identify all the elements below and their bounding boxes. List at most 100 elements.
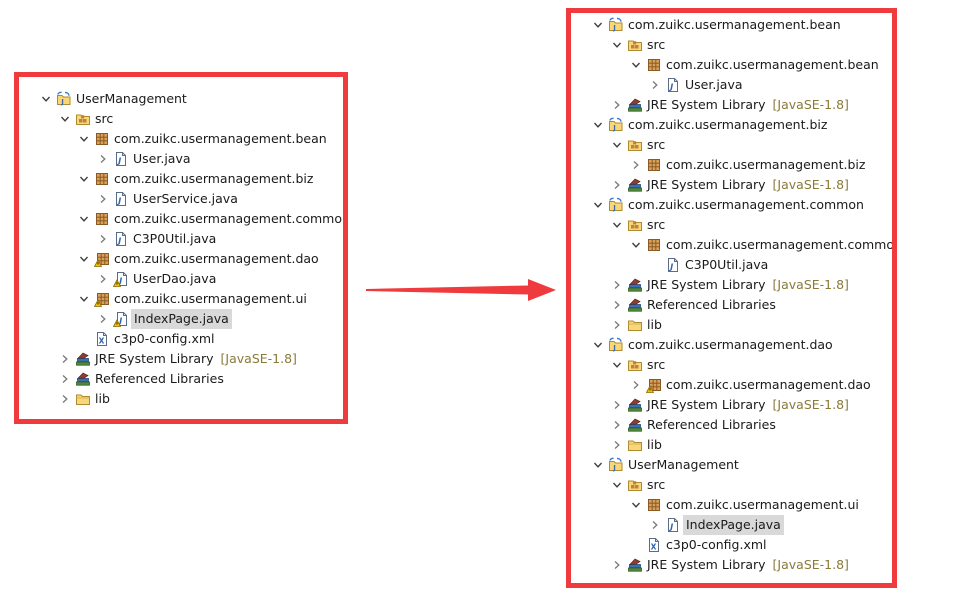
tree-item[interactable]: com.zuikc.usermanagement.dao <box>571 375 892 395</box>
tree-item[interactable]: src <box>19 109 343 129</box>
tree-item[interactable]: JRE System Library[JavaSE-1.8] <box>19 349 343 369</box>
library-icon <box>627 417 643 433</box>
tree-item[interactable]: com.zuikc.usermanagement.biz <box>571 155 892 175</box>
tree-item[interactable]: lib <box>571 315 892 335</box>
chevron-down-icon[interactable] <box>629 235 643 255</box>
tree-item[interactable]: lib <box>19 389 343 409</box>
chevron-right-icon[interactable] <box>610 435 624 455</box>
chevron-down-icon[interactable] <box>591 455 605 475</box>
chevron-down-icon[interactable] <box>610 215 624 235</box>
chevron-right-icon[interactable] <box>96 229 110 249</box>
tree-item[interactable]: com.zuikc.usermanagement.ui <box>571 495 892 515</box>
chevron-down-icon[interactable] <box>610 475 624 495</box>
folder-icon <box>627 437 643 453</box>
chevron-right-icon[interactable] <box>610 315 624 335</box>
chevron-down-icon[interactable] <box>77 249 91 269</box>
tree-item[interactable]: com.zuikc.usermanagement.dao <box>19 249 343 269</box>
library-icon <box>627 97 643 113</box>
tree-item-label: JRE System Library <box>647 97 766 112</box>
chevron-right-icon[interactable] <box>610 295 624 315</box>
tree-item[interactable]: com.zuikc.usermanagement.bean <box>571 55 892 75</box>
chevron-down-icon[interactable] <box>629 495 643 515</box>
tree-item[interactable]: JRE System Library[JavaSE-1.8] <box>571 175 892 195</box>
java-file-warning-icon: J <box>113 311 129 327</box>
chevron-right-icon[interactable] <box>610 415 624 435</box>
tree-item-label: JRE System Library <box>647 277 766 292</box>
chevron-right-icon[interactable] <box>648 75 662 95</box>
chevron-right-icon[interactable] <box>96 269 110 289</box>
chevron-right-icon[interactable] <box>96 309 110 329</box>
tree-item-label: com.zuikc.usermanagement.common <box>666 237 897 252</box>
chevron-down-icon[interactable] <box>591 335 605 355</box>
chevron-down-icon[interactable] <box>39 89 53 109</box>
tree-item[interactable]: src <box>571 35 892 55</box>
chevron-right-icon[interactable] <box>610 555 624 575</box>
chevron-down-icon[interactable] <box>629 55 643 75</box>
chevron-right-icon[interactable] <box>58 369 72 389</box>
tree-item[interactable]: src <box>571 355 892 375</box>
chevron-right-icon[interactable] <box>58 389 72 409</box>
chevron-down-icon[interactable] <box>610 135 624 155</box>
tree-item[interactable]: com.zuikc.usermanagement.biz <box>19 169 343 189</box>
chevron-down-icon[interactable] <box>591 115 605 135</box>
tree-item-label: lib <box>95 391 110 406</box>
tree-item[interactable]: com.zuikc.usermanagement.common <box>571 235 892 255</box>
tree-item[interactable]: lib <box>571 435 892 455</box>
tree-item[interactable]: src <box>571 475 892 495</box>
chevron-right-icon[interactable] <box>610 175 624 195</box>
chevron-right-icon[interactable] <box>58 349 72 369</box>
tree-item[interactable]: Referenced Libraries <box>571 295 892 315</box>
chevron-down-icon[interactable] <box>610 35 624 55</box>
chevron-right-icon[interactable] <box>629 155 643 175</box>
chevron-down-icon[interactable] <box>77 129 91 149</box>
chevron-down-icon[interactable] <box>77 209 91 229</box>
library-icon <box>627 397 643 413</box>
chevron-down-icon[interactable] <box>591 195 605 215</box>
java-file-icon: J <box>665 77 681 93</box>
tree-item[interactable]: src <box>571 215 892 235</box>
chevron-right-icon[interactable] <box>610 275 624 295</box>
tree-item[interactable]: com.zuikc.usermanagement.ui <box>19 289 343 309</box>
tree-item[interactable]: Referenced Libraries <box>19 369 343 389</box>
tree-item[interactable]: JRE System Library[JavaSE-1.8] <box>571 95 892 115</box>
chevron-right-icon[interactable] <box>610 95 624 115</box>
svg-text:J: J <box>116 157 121 166</box>
chevron-down-icon[interactable] <box>610 355 624 375</box>
tree-item-label: com.zuikc.usermanagement.common <box>628 197 864 212</box>
chevron-down-icon[interactable] <box>77 289 91 309</box>
java-project-icon: J <box>608 117 624 133</box>
chevron-down-icon[interactable] <box>58 109 72 129</box>
chevron-right-icon[interactable] <box>610 395 624 415</box>
tree-item[interactable]: Referenced Libraries <box>571 415 892 435</box>
tree-item[interactable]: com.zuikc.usermanagement.bean <box>19 129 343 149</box>
tree-item-label: C3P0Util.java <box>685 257 769 272</box>
chevron-right-icon[interactable] <box>96 189 110 209</box>
tree-item[interactable]: JRE System Library[JavaSE-1.8] <box>571 555 892 575</box>
library-icon <box>627 557 643 573</box>
tree-item[interactable]: JRE System Library[JavaSE-1.8] <box>571 275 892 295</box>
chevron-right-icon[interactable] <box>648 515 662 535</box>
chevron-right-icon[interactable] <box>629 375 643 395</box>
chevron-right-icon[interactable] <box>96 149 110 169</box>
tree-item[interactable]: JRE System Library[JavaSE-1.8] <box>571 395 892 415</box>
chevron-down-icon[interactable] <box>77 169 91 189</box>
tree-item[interactable]: src <box>571 135 892 155</box>
chevron-down-icon[interactable] <box>591 15 605 35</box>
tree-item[interactable]: com.zuikc.usermanagement.common <box>19 209 343 229</box>
